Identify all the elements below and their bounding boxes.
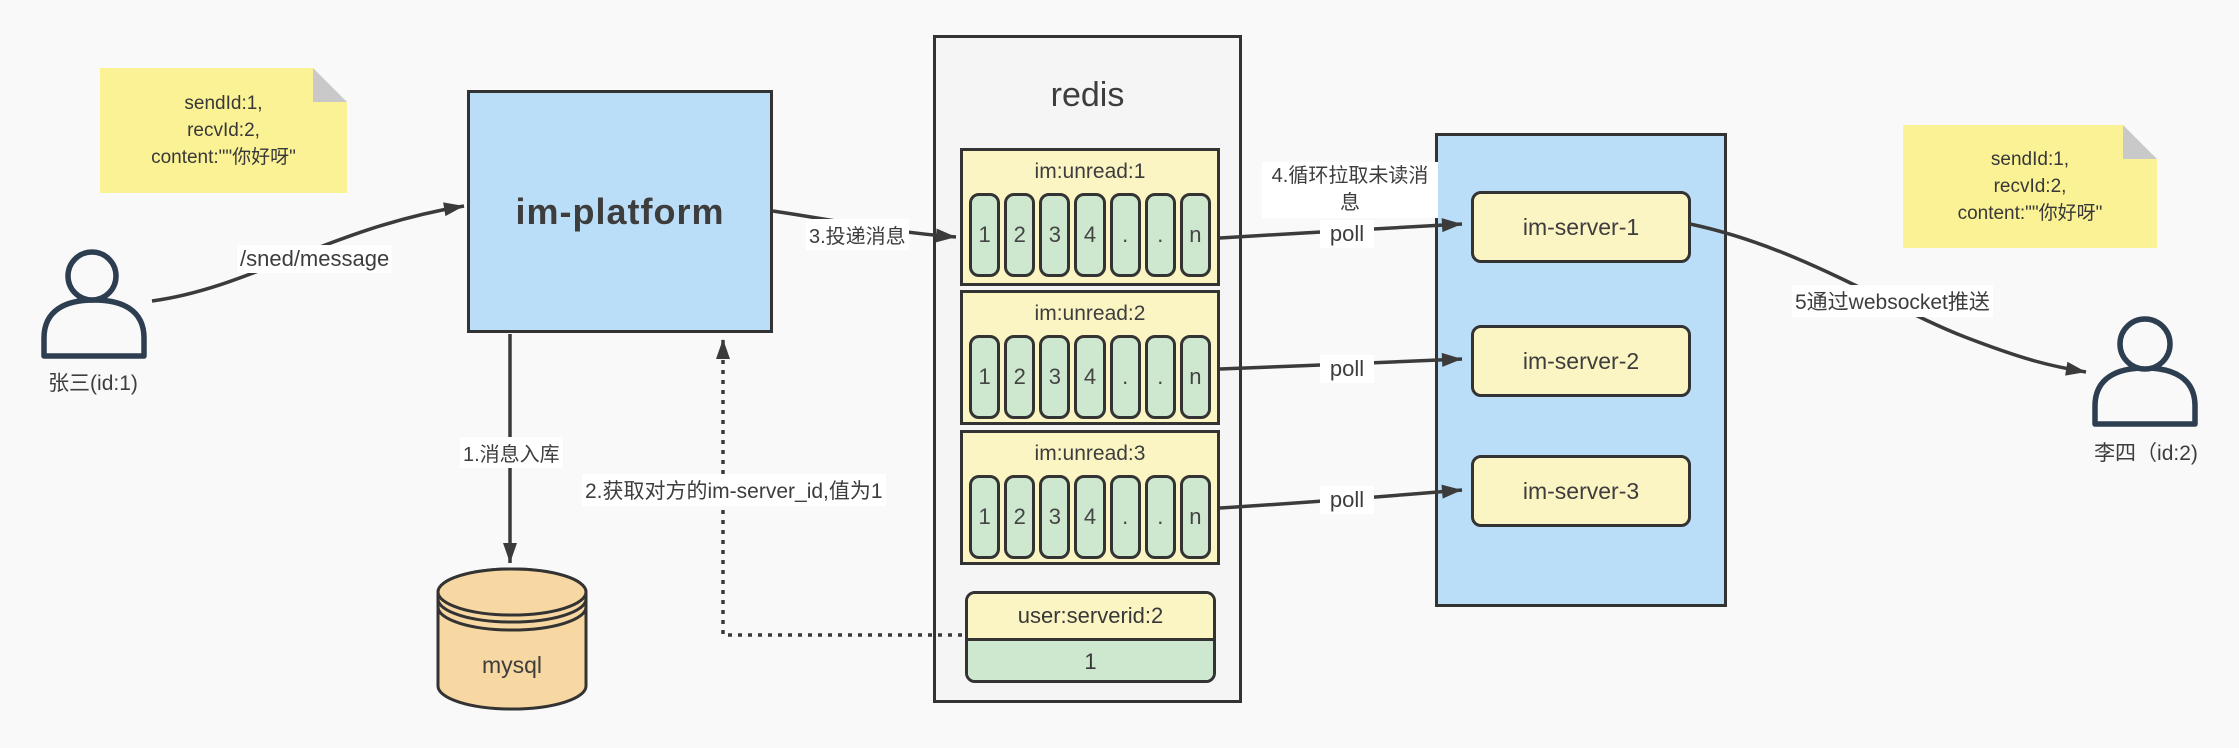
edge-label-step1: 1.消息入库 — [460, 437, 563, 468]
queue-cell: . — [1144, 193, 1176, 277]
edge-label-step4: 4.循环拉取未读消息 — [1262, 162, 1438, 218]
queue-im-unread-1: im:unread:1 1 2 3 4 . . n — [960, 148, 1220, 286]
actor-sender-icon — [41, 249, 147, 359]
queue-header: im:unread:2 — [1034, 302, 1146, 325]
note-fold — [313, 68, 347, 102]
actor-receiver-label: 李四（id:2) — [2094, 442, 2198, 465]
redis-container: redis im:unread:1 1 2 3 4 . . n im:unrea… — [933, 35, 1242, 703]
edge-label-poll-1: poll — [1320, 220, 1374, 248]
queue-header: im:unread:1 — [1034, 160, 1146, 183]
note-line: sendId:1, — [184, 93, 263, 114]
edge-label-step2: 2.获取对方的im-server_id,值为1 — [582, 474, 886, 506]
queue-cell: . — [1144, 475, 1176, 559]
queue-im-unread-2: im:unread:2 1 2 3 4 . . n — [960, 290, 1220, 425]
note-line: content:""你好呀" — [1957, 203, 2103, 224]
im-server-2-node: im-server-2 — [1471, 325, 1691, 397]
queue-cell: 1 — [969, 193, 1001, 277]
kv-user-serverid: user:serverid:2 1 — [965, 591, 1216, 683]
actor-sender-label: 张三(id:1) — [48, 372, 138, 395]
note-line: sendId:1, — [1990, 149, 2070, 170]
queue-cells: 1 2 3 4 . . n — [963, 193, 1217, 277]
queue-cell: 2 — [1004, 475, 1036, 559]
redis-title: redis — [1050, 76, 1125, 114]
kv-key: user:serverid:2 — [968, 594, 1213, 638]
queue-cell: 4 — [1074, 193, 1106, 277]
queue-cell: 2 — [1004, 193, 1036, 277]
queue-cell: n — [1179, 475, 1211, 559]
note-left-message-payload: sendId:1, recvId:2, content:""你好呀" — [100, 68, 347, 193]
queue-cell: 3 — [1039, 193, 1071, 277]
im-server-1-node: im-server-1 — [1471, 191, 1691, 263]
im-platform-label: im-platform — [515, 190, 725, 232]
edge-label-poll-3: poll — [1320, 486, 1374, 514]
queue-cells: 1 2 3 4 . . n — [963, 335, 1217, 419]
queue-cell: . — [1109, 335, 1141, 419]
queue-cell: . — [1109, 475, 1141, 559]
queue-header: im:unread:3 — [1034, 442, 1146, 465]
queue-cell: 1 — [969, 335, 1001, 419]
im-platform-node: im-platform — [467, 90, 773, 333]
queue-cell: . — [1144, 335, 1176, 419]
mysql-label: mysql — [482, 652, 542, 678]
edge-label-send-message: /sned/message — [237, 245, 393, 273]
actor-receiver-icon — [2092, 316, 2198, 427]
queue-cell: . — [1109, 193, 1141, 277]
mysql-cylinder-icon: mysql — [436, 567, 588, 711]
queue-cell: 4 — [1074, 475, 1106, 559]
im-server-3-node: im-server-3 — [1471, 455, 1691, 527]
queue-cell: 2 — [1004, 335, 1036, 419]
queue-cell: n — [1179, 335, 1211, 419]
queue-cell: 3 — [1039, 475, 1071, 559]
queue-cell: 3 — [1039, 335, 1071, 419]
edge-label-step5: 5通过websocket推送 — [1792, 285, 1993, 317]
kv-value: 1 — [968, 638, 1213, 680]
note-fold — [2123, 125, 2157, 159]
note-line: recvId:2, — [1993, 176, 2067, 197]
im-server-cluster: im-server-1 im-server-2 im-server-3 — [1435, 133, 1727, 607]
note-line: recvId:2, — [187, 120, 260, 141]
note-right-message-payload: sendId:1, recvId:2, content:""你好呀" — [1903, 125, 2157, 248]
note-line: content:""你好呀" — [151, 147, 296, 168]
queue-im-unread-3: im:unread:3 1 2 3 4 . . n — [960, 430, 1220, 565]
queue-cells: 1 2 3 4 . . n — [963, 475, 1217, 559]
edge-label-poll-2: poll — [1320, 355, 1374, 383]
queue-cell: 1 — [969, 475, 1001, 559]
queue-cell: n — [1179, 193, 1211, 277]
edge-label-step3: 3.投递消息 — [806, 219, 909, 250]
queue-cell: 4 — [1074, 335, 1106, 419]
